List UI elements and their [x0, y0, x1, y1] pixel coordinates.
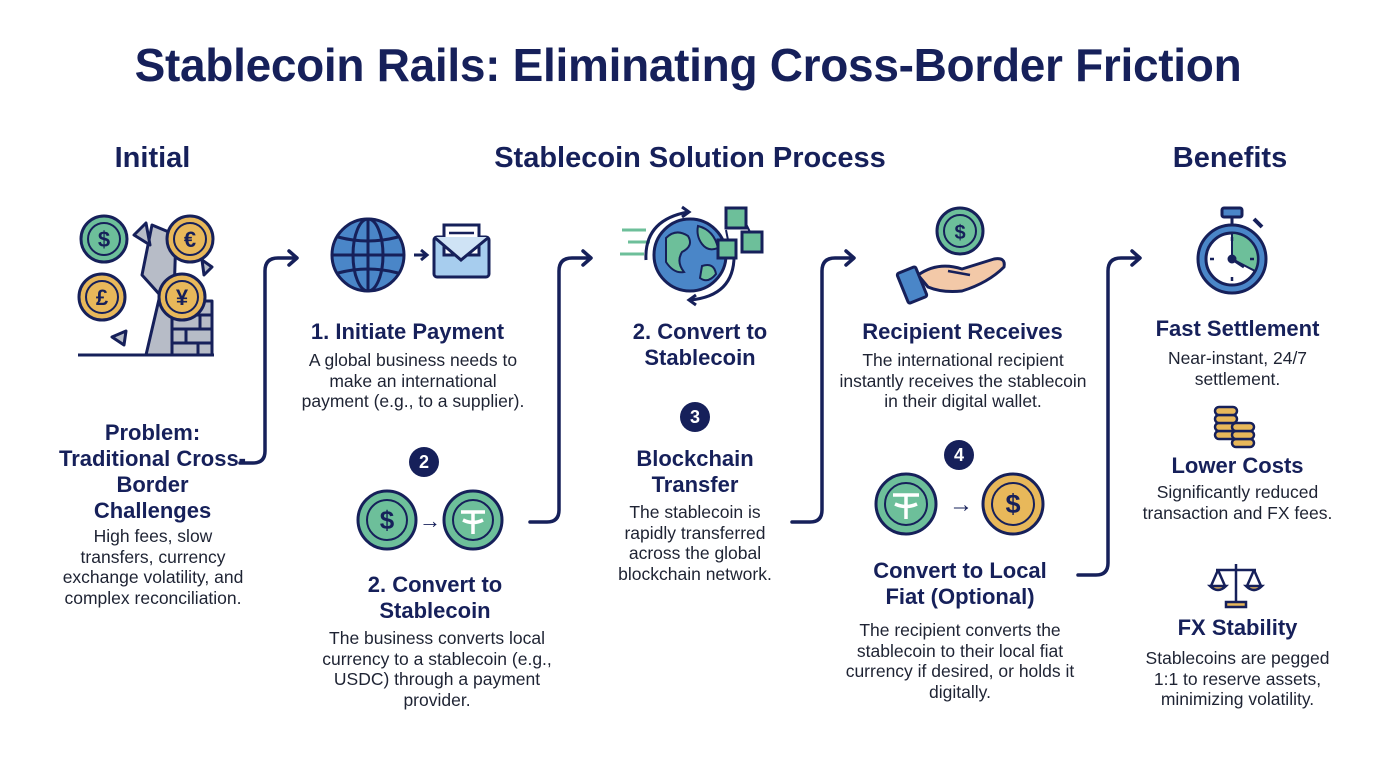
dollar-glyph: $	[954, 222, 965, 244]
initiate-text: A global business needs to make an inter…	[301, 350, 525, 411]
problem-heading: Problem: Traditional Cross-Border Challe…	[58, 420, 247, 523]
arrowhead-4	[1130, 249, 1142, 267]
benefit-text-costs: Significantly reduced transaction and FX…	[1142, 482, 1333, 523]
step-badge-2: 2	[409, 447, 439, 477]
connector-problem-to-initiate	[238, 256, 298, 465]
globe-blocks-icon	[620, 205, 764, 307]
column-heading-benefits: Benefits	[1172, 142, 1288, 174]
globe-envelope-icon	[330, 217, 491, 293]
benefit-text-stability: Stablecoins are pegged 1:1 to reserve as…	[1145, 648, 1330, 709]
blockchain-heading: Blockchain Transfer	[636, 446, 754, 497]
local-text: The recipient converts the stablecoin to…	[845, 620, 1075, 702]
arrow-glyph: →	[949, 491, 973, 518]
initiate-heading: 1. Initiate Payment	[310, 319, 505, 344]
convert-bottom-heading: 2. Convert to Stablecoin	[367, 572, 503, 623]
receive-text: The international recipient instantly re…	[839, 350, 1087, 411]
dollar-to-tether-icon: $ →	[356, 489, 504, 551]
arrow-glyph: →	[419, 508, 441, 533]
benefit-heading-costs: Lower Costs	[1171, 453, 1304, 478]
arrowhead-3	[844, 249, 856, 267]
local-heading: Convert to Local Fiat (Optional)	[873, 558, 1047, 609]
arrowhead-1	[287, 249, 299, 267]
arrowhead-2	[581, 249, 593, 267]
column-heading-process: Stablecoin Solution Process	[494, 142, 886, 174]
convert-top-heading: 2. Convert to Stablecoin	[632, 319, 768, 370]
dollar-glyph: $	[380, 505, 395, 535]
euro-glyph: €	[184, 227, 196, 252]
benefit-heading-stability: FX Stability	[1177, 615, 1298, 640]
hand-coin-icon: $	[895, 206, 1006, 305]
broken-currency-wall-icon: $ € £ ¥	[77, 214, 215, 357]
balance-scale-icon	[1206, 564, 1266, 609]
page-title: Stablecoin Rails: Eliminating Cross-Bord…	[134, 39, 1242, 91]
column-heading-initial: Initial	[114, 142, 191, 174]
dollar-glyph: $	[98, 227, 110, 252]
connector-local-to-benefits	[1076, 256, 1141, 577]
benefit-heading-fast: Fast Settlement	[1155, 316, 1320, 341]
blockchain-text: The stablecoin is rapidly transferred ac…	[618, 502, 772, 584]
receive-heading: Recipient Receives	[862, 319, 1063, 344]
problem-text: High fees, slow transfers, currency exch…	[62, 526, 244, 608]
connector-convert-to-blockchain	[528, 256, 592, 524]
tether-to-dollar-icon: → $	[874, 472, 1045, 536]
coin-stack-icon	[1213, 405, 1256, 449]
step-badge-4: 4	[944, 440, 974, 470]
step-badge-3: 3	[680, 402, 710, 432]
yen-glyph: ¥	[176, 285, 189, 310]
benefit-text-fast: Near-instant, 24/7 settlement.	[1167, 348, 1308, 389]
pound-glyph: £	[96, 285, 109, 310]
connector-blockchain-to-receive	[790, 256, 855, 524]
stopwatch-icon	[1196, 206, 1268, 295]
convert-bottom-text: The business converts local currency to …	[322, 628, 552, 710]
dollar-glyph: $	[1005, 489, 1020, 519]
